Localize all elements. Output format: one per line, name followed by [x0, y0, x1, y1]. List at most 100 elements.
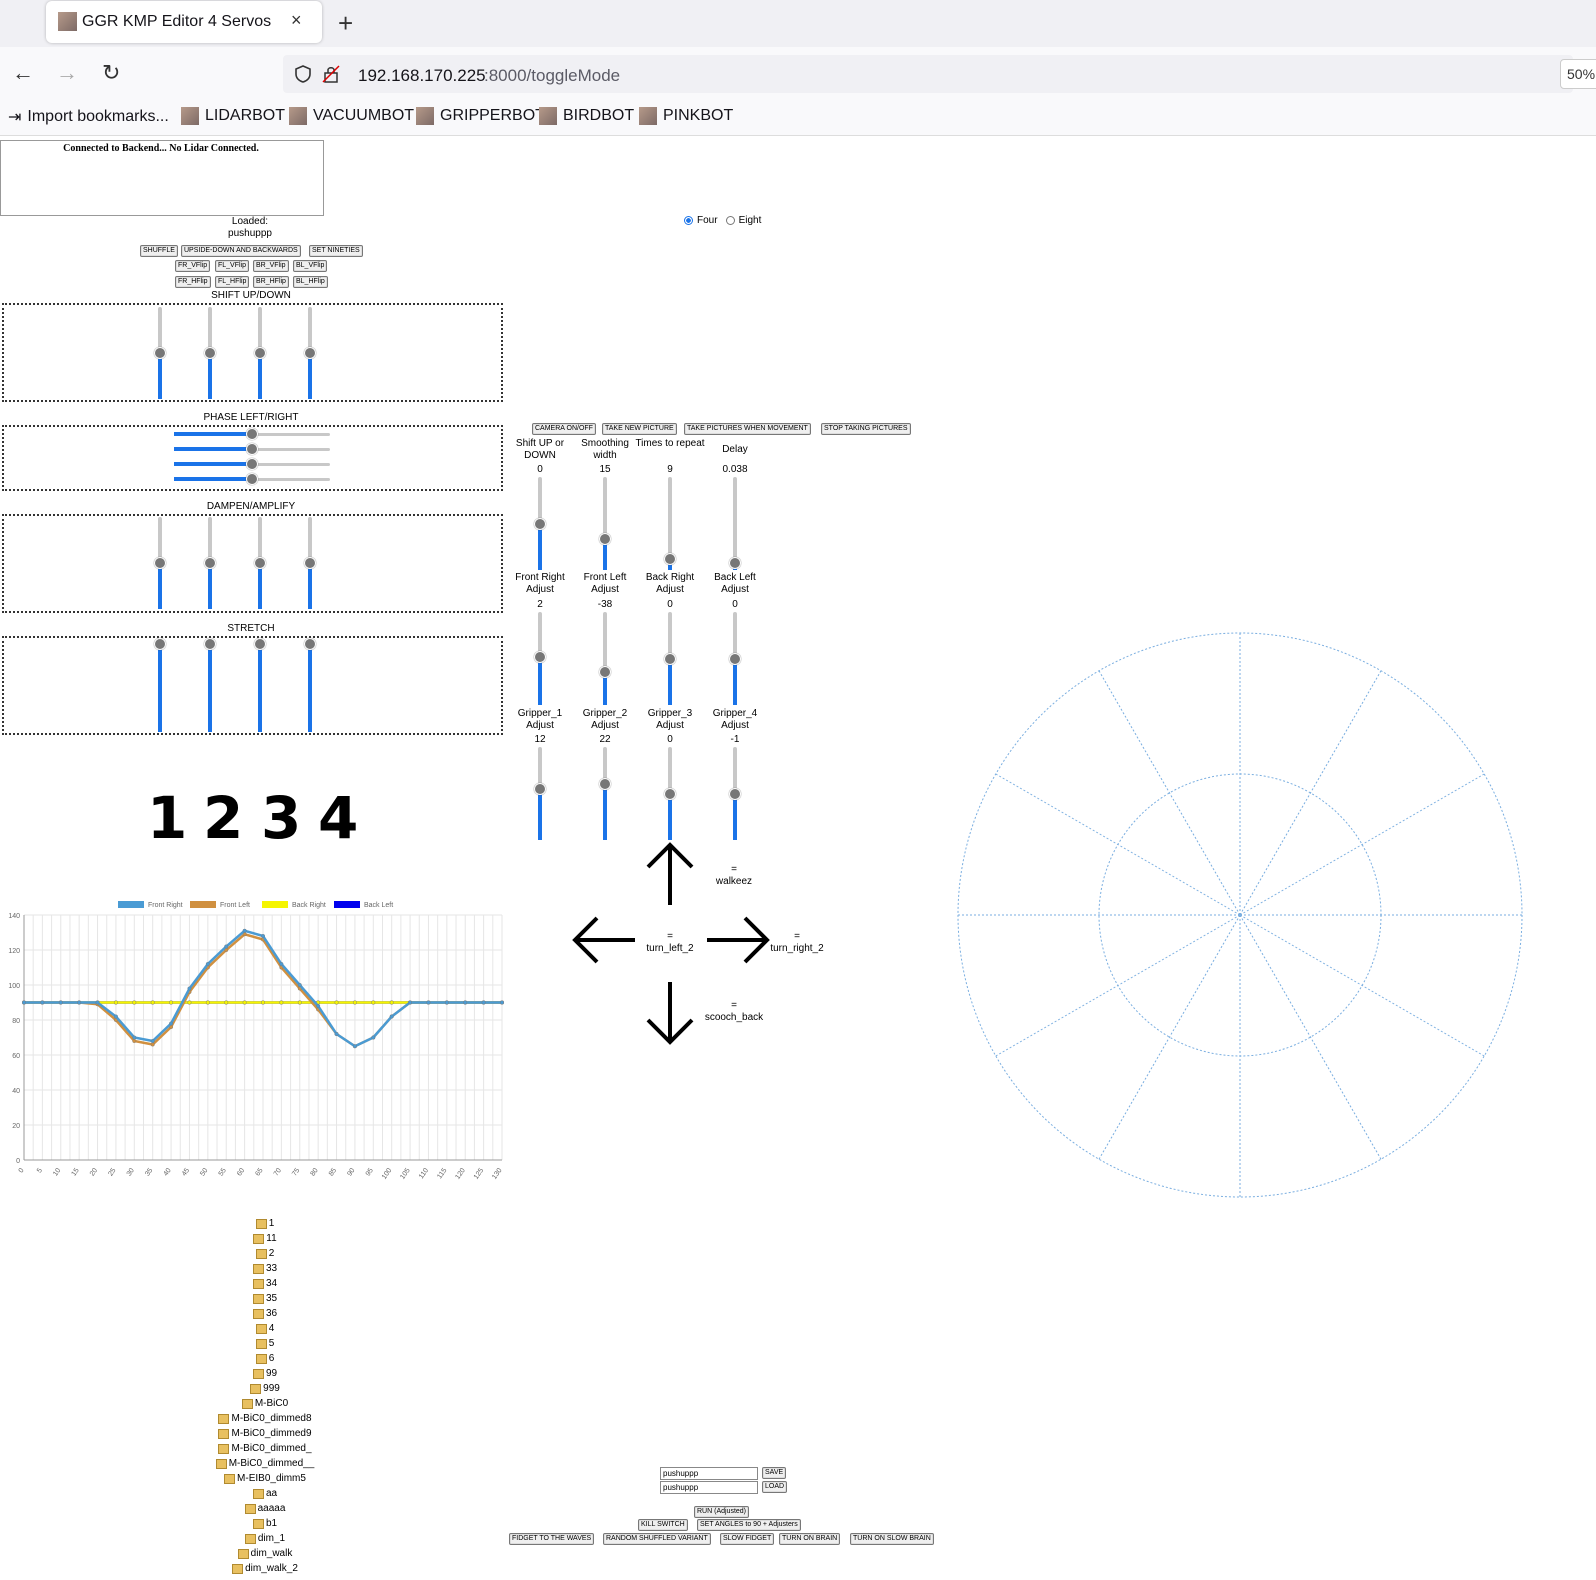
save-name-input[interactable]: pushuppp	[660, 1467, 758, 1480]
bookmark-import[interactable]: ⇥ Import bookmarks...	[8, 107, 169, 127]
param-slider-3-2-thumb[interactable]	[599, 778, 611, 791]
param-slider-1-2-thumb[interactable]	[599, 533, 611, 546]
file-item[interactable]: dim_walk	[0, 1548, 530, 1559]
stretch-slider-3-thumb[interactable]	[254, 638, 266, 650]
radio-eight[interactable]	[725, 216, 735, 225]
shift-slider-3-thumb[interactable]	[254, 347, 266, 359]
phase-slider-1-thumb[interactable]	[246, 428, 258, 440]
br-vflip-button[interactable]: BR_VFlip	[253, 260, 289, 272]
file-item[interactable]: b1	[0, 1518, 530, 1529]
param-slider-2-4-thumb[interactable]	[729, 652, 741, 665]
file-item[interactable]: M-EIB0_dimm5	[0, 1473, 530, 1484]
param-slider-1-3-thumb[interactable]	[664, 552, 676, 565]
load-name-input[interactable]: pushuppp	[660, 1481, 758, 1494]
file-item[interactable]: 2	[0, 1248, 530, 1259]
shift-slider-2-thumb[interactable]	[204, 347, 216, 359]
browser-tab[interactable]: GGR KMP Editor 4 Servos ×	[46, 1, 322, 43]
radio-four[interactable]	[684, 216, 693, 225]
upside-down-button[interactable]: UPSIDE-DOWN AND BACKWARDS	[181, 245, 301, 257]
fr-vflip-button[interactable]: FR_VFlip	[175, 260, 211, 272]
arrow-left-icon[interactable]	[570, 915, 640, 965]
tab-close-icon[interactable]: ×	[291, 10, 302, 30]
file-item[interactable]: 4	[0, 1323, 530, 1334]
file-item[interactable]: dim_walk_2	[0, 1563, 530, 1574]
stretch-slider-4-thumb[interactable]	[304, 638, 316, 650]
zoom-level[interactable]: 50%	[1560, 59, 1596, 89]
param-slider-1-4-thumb[interactable]	[729, 556, 741, 569]
file-item[interactable]: 33	[0, 1263, 530, 1274]
file-item[interactable]: 5	[0, 1338, 530, 1349]
br-hflip-button[interactable]: BR_HFlip	[253, 276, 289, 288]
param-slider-2-3-thumb[interactable]	[664, 652, 676, 665]
dampen-slider-3-thumb[interactable]	[254, 557, 266, 569]
param-slider-1-1-thumb[interactable]	[534, 517, 546, 530]
kill-switch-button[interactable]: KILL SWITCH	[638, 1519, 688, 1531]
reload-icon[interactable]: ↻	[102, 60, 121, 85]
dampen-slider-2-thumb[interactable]	[204, 557, 216, 569]
bookmark-birdbot[interactable]: BIRDBOT	[539, 107, 634, 125]
fl-vflip-button[interactable]: FL_VFlip	[215, 260, 250, 272]
set-nineties-button[interactable]: SET NINETIES	[309, 245, 363, 257]
bookmark-lidarbot[interactable]: LIDARBOT	[181, 107, 285, 125]
file-item[interactable]: 34	[0, 1278, 530, 1289]
file-item[interactable]: M-BiC0_dimmed8	[0, 1413, 530, 1424]
file-item[interactable]: 1	[0, 1218, 530, 1229]
shield-icon[interactable]	[293, 64, 313, 84]
param-slider-3-4-thumb[interactable]	[729, 787, 741, 800]
run-adjusted-button[interactable]: RUN (Adjusted)	[694, 1506, 750, 1518]
fl-hflip-button[interactable]: FL_HFlip	[215, 276, 250, 288]
file-item[interactable]: 999	[0, 1383, 530, 1394]
pictures-on-movement-button[interactable]: TAKE PICTURES WHEN MOVEMENT	[684, 423, 811, 435]
file-item[interactable]: 11	[0, 1233, 530, 1244]
save-button[interactable]: SAVE	[762, 1467, 787, 1479]
insecure-lock-icon[interactable]	[321, 64, 341, 84]
file-item[interactable]: 35	[0, 1293, 530, 1304]
load-button[interactable]: LOAD	[762, 1481, 788, 1493]
forward-icon[interactable]: →	[56, 60, 78, 85]
random-shuffled-button[interactable]: RANDOM SHUFFLED VARIANT	[603, 1533, 711, 1545]
take-picture-button[interactable]: TAKE NEW PICTURE	[602, 423, 677, 435]
file-item[interactable]: dim_1	[0, 1533, 530, 1544]
phase-slider-4-thumb[interactable]	[246, 473, 258, 485]
camera-toggle-button[interactable]: CAMERA ON/OFF	[532, 423, 596, 435]
bl-hflip-button[interactable]: BL_HFlip	[293, 276, 328, 288]
param-slider-3-3-thumb[interactable]	[664, 787, 676, 800]
dampen-slider-1-thumb[interactable]	[154, 557, 166, 569]
param-slider-3-1-thumb[interactable]	[534, 782, 546, 795]
url-bar[interactable]	[283, 55, 1573, 93]
arrow-right-icon[interactable]	[702, 915, 772, 965]
shuffle-button[interactable]: SHUFFLE	[140, 245, 178, 257]
file-item[interactable]: 99	[0, 1368, 530, 1379]
bl-vflip-button[interactable]: BL_VFlip	[293, 260, 328, 272]
phase-slider-2-thumb[interactable]	[246, 443, 258, 455]
turn-on-brain-button[interactable]: TURN ON BRAIN	[779, 1533, 841, 1545]
param-slider-2-2-thumb[interactable]	[599, 666, 611, 679]
stop-pictures-button[interactable]: STOP TAKING PICTURES	[821, 423, 911, 435]
file-item[interactable]: 6	[0, 1353, 530, 1364]
back-icon[interactable]: ←	[12, 60, 34, 85]
phase-slider-3-thumb[interactable]	[246, 458, 258, 470]
dampen-slider-4-thumb[interactable]	[304, 557, 316, 569]
bookmark-vacuumbot[interactable]: VACUUMBOT	[289, 107, 414, 125]
file-item[interactable]: M-BiC0_dimmed_	[0, 1443, 530, 1454]
file-item[interactable]: 36	[0, 1308, 530, 1319]
bookmark-pinkbot[interactable]: PINKBOT	[639, 107, 733, 125]
set-angles-button[interactable]: SET ANGLES to 90 + Adjusters	[697, 1519, 801, 1531]
slow-fidget-button[interactable]: SLOW FIDGET	[720, 1533, 775, 1545]
turn-on-slow-brain-button[interactable]: TURN ON SLOW BRAIN	[850, 1533, 934, 1545]
file-item[interactable]: M-BiC0_dimmed9	[0, 1428, 530, 1439]
bookmark-gripperbot[interactable]: GRIPPERBOT	[416, 107, 545, 125]
fidget-waves-button[interactable]: FIDGET TO THE WAVES	[509, 1533, 595, 1545]
file-item[interactable]: M-BiC0	[0, 1398, 530, 1409]
stretch-slider-2-thumb[interactable]	[204, 638, 216, 650]
fr-hflip-button[interactable]: FR_HFlip	[175, 276, 211, 288]
shift-slider-1-thumb[interactable]	[154, 347, 166, 359]
param-slider-2-1-thumb[interactable]	[534, 650, 546, 663]
new-tab-icon[interactable]: +	[338, 8, 354, 38]
stretch-slider-1-thumb[interactable]	[154, 638, 166, 650]
arrow-up-icon[interactable]	[640, 840, 700, 910]
arrow-down-icon[interactable]	[640, 977, 700, 1047]
shift-slider-4-thumb[interactable]	[304, 347, 316, 359]
file-item[interactable]: aaaaa	[0, 1503, 530, 1514]
file-item[interactable]: M-BiC0_dimmed__	[0, 1458, 530, 1469]
